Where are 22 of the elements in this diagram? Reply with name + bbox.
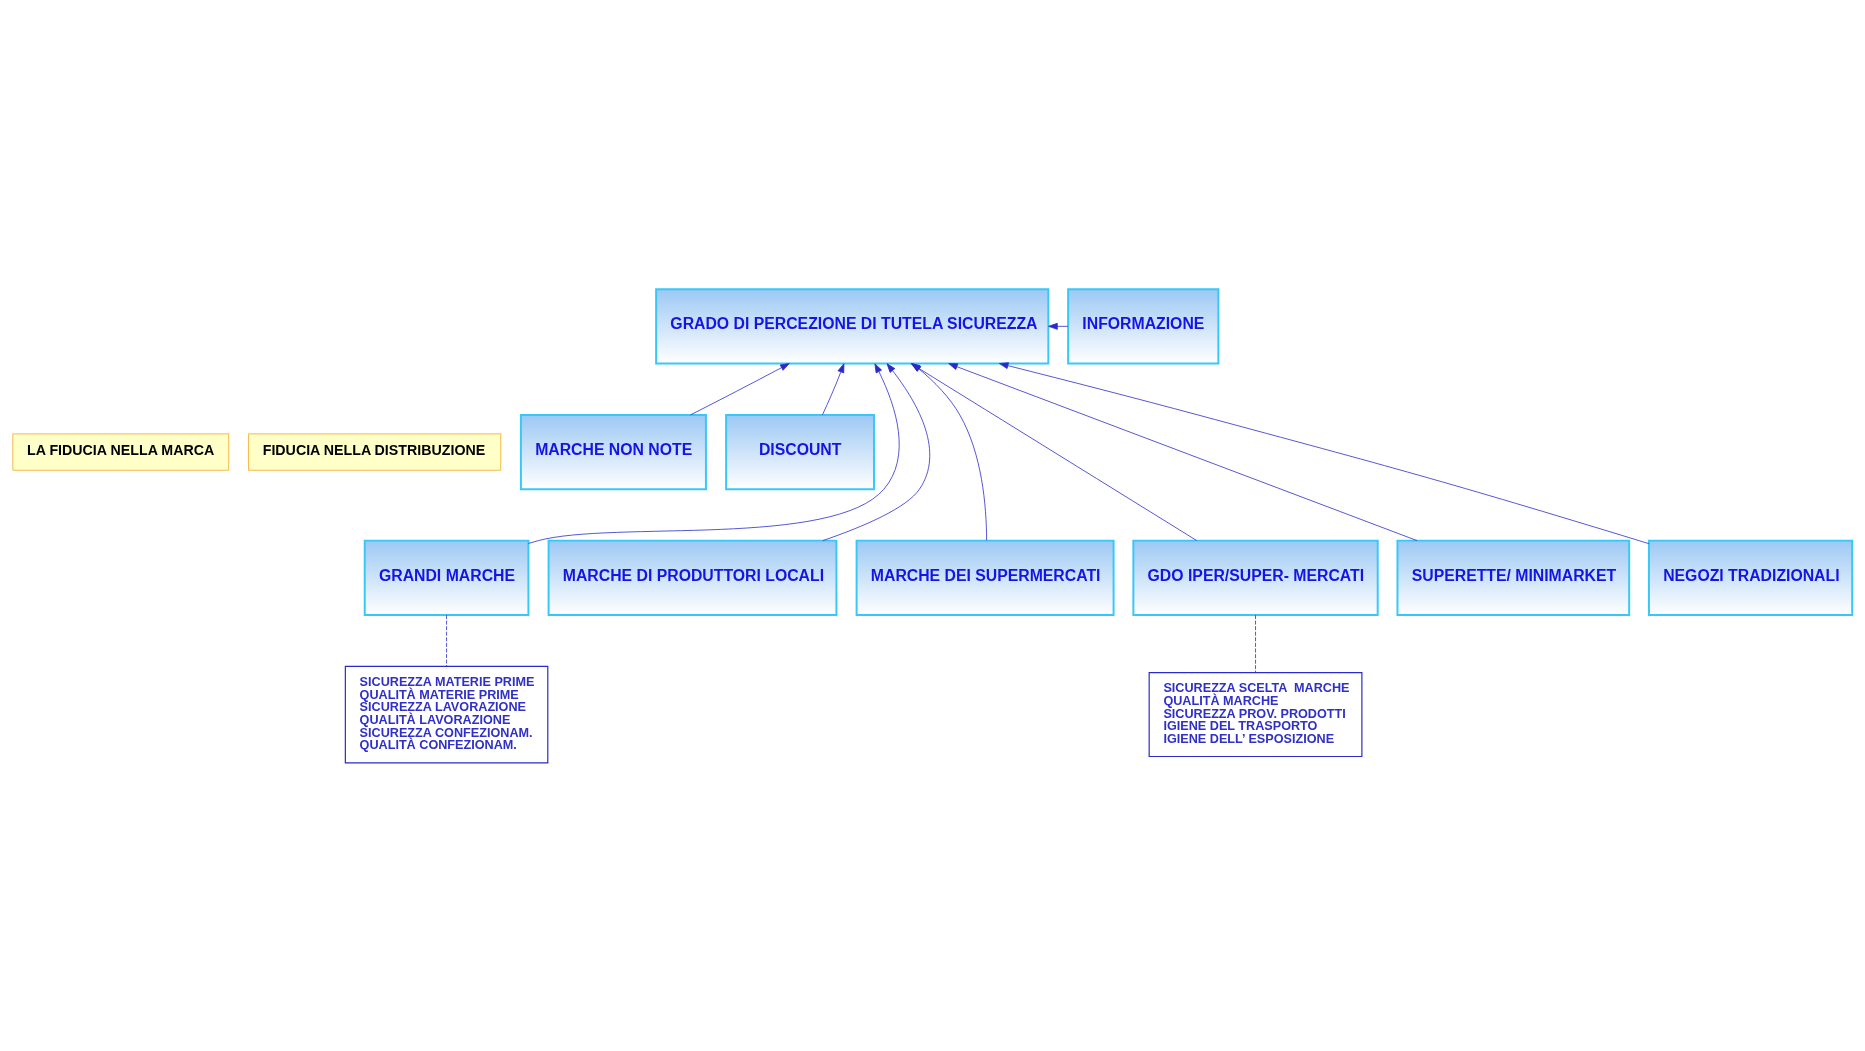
node-box: MARCHE DI PRODUTTORI LOCALI [547, 539, 838, 616]
arrow [528, 362, 900, 544]
connector [446, 614, 447, 667]
arrow [999, 361, 1650, 544]
node-box: GDO IPER/SUPER- MERCATI [1132, 539, 1379, 616]
node-box: MARCHE DEI SUPERMERCATI [855, 539, 1115, 616]
arrow [948, 362, 1418, 541]
arrow [690, 362, 790, 415]
node-box: INFORMAZIONE [1067, 287, 1220, 364]
node-box: SICUREZZA SCELTA MARCHE QUALITÀ MARCHE SICUREZZA PROV. PRODOTTI IGIENE DEL TRASPORTO IGIENE DELL’ ESPOSIZIONE [1148, 671, 1363, 757]
node-box: NEGOZI TRADIZIONALI [1647, 539, 1854, 616]
arrow [1048, 322, 1069, 330]
node-box: LA FIDUCIA NELLA MARCA [12, 432, 230, 471]
node-box: GRADO DI PERCEZIONE DI TUTELA SICUREZZA [655, 287, 1050, 364]
node-box: GRANDI MARCHE [363, 539, 530, 616]
connector [1255, 614, 1256, 673]
node-box: SICUREZZA MATERIE PRIME QUALITÀ MATERIE PRIME SICUREZZA LAVORAZIONE QUALITÀ LAVORAZIONE SICUREZZA CONFEZIONAM. QUALITÀ CONFEZIONAM. [344, 665, 549, 763]
node-box: MARCHE NON NOTE [519, 413, 707, 490]
node-box: FIDUCIA NELLA DISTRIBUZIONE [248, 432, 502, 471]
arrow [822, 362, 845, 415]
node-box: DISCOUNT [725, 413, 875, 490]
node-box: SUPERETTE/ MINIMARKET [1396, 539, 1631, 616]
